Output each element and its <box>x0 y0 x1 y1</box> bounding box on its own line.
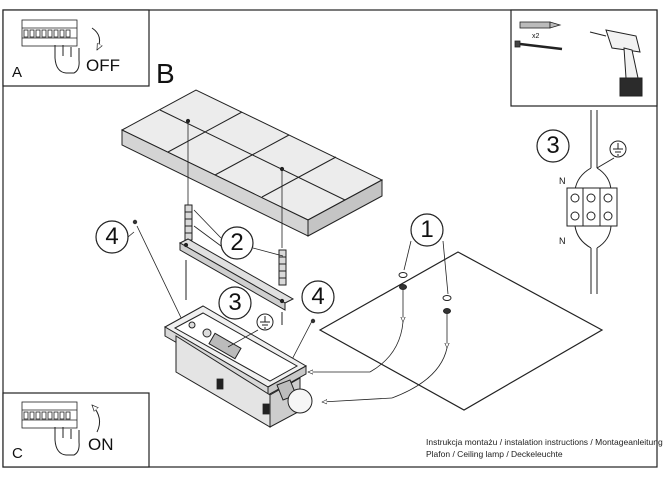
callout-2-circle <box>220 226 254 260</box>
canopy-plate <box>318 251 604 411</box>
screw-icon <box>132 219 138 225</box>
step-a-label: A <box>12 64 23 81</box>
drill-icon <box>589 29 643 97</box>
hand-icon <box>54 427 80 456</box>
nut-icon <box>398 272 452 314</box>
screw-icon <box>310 318 316 324</box>
panel-a <box>2 9 150 87</box>
mounting-bracket <box>178 238 295 311</box>
wire-label-top: N <box>559 176 566 186</box>
earth-icon <box>256 313 274 331</box>
ceiling-slab <box>120 89 384 237</box>
step-c-label: C <box>12 445 23 462</box>
callout-2: 2 <box>230 229 244 256</box>
switch-off-arrow-icon <box>91 27 100 50</box>
page-frame <box>2 9 658 468</box>
breaker-box-icon <box>21 401 78 429</box>
caption-line-1: Instrukcja montażu / instalation instruc… <box>426 437 663 447</box>
callout-1-circle <box>410 213 444 247</box>
wall-plug-icon <box>519 21 562 29</box>
callout-4-left: 4 <box>105 223 119 250</box>
hand-icon <box>54 45 80 74</box>
drill-guides <box>187 121 283 248</box>
quantity-label: x2 <box>532 33 540 40</box>
screw-cap-icon <box>216 378 270 415</box>
step-a-state: OFF <box>86 56 120 75</box>
callout-3-main: 3 <box>228 289 242 316</box>
screw-icon <box>185 260 283 325</box>
panel-c <box>2 392 150 468</box>
terminal-block <box>566 110 618 294</box>
switch-on-arrow-icon <box>92 405 101 433</box>
step-c-state: ON <box>88 435 114 454</box>
callout-4-right-circle <box>301 280 335 314</box>
caption-line-2: Plafon / Ceiling lamp / Deckeleuchte <box>426 449 563 459</box>
bulb-icon <box>276 379 313 414</box>
wire-label-bottom: N <box>559 236 566 246</box>
lamp-base <box>163 305 308 428</box>
earth-icon <box>609 140 627 158</box>
wall-plug-icon <box>184 204 287 286</box>
tools-panel <box>510 9 658 107</box>
callout-1: 1 <box>420 216 434 243</box>
screw-icon <box>514 40 563 51</box>
breaker-box-icon <box>21 19 78 47</box>
callout-3-detail: 3 <box>546 132 560 159</box>
callout-3-main-circle <box>218 286 252 320</box>
callout-4-right: 4 <box>311 283 325 310</box>
callout-3-detail-circle <box>536 129 570 163</box>
step-b-label: B <box>156 58 175 89</box>
